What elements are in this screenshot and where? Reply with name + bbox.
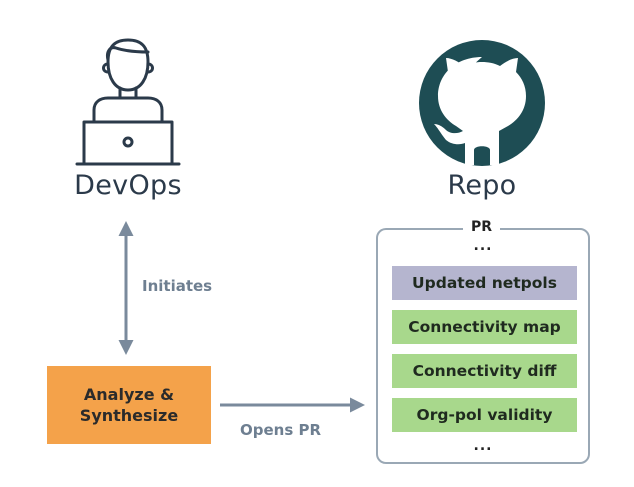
process-line-1: Analyze & xyxy=(83,385,175,404)
pr-item-updated-netpols: Updated netpols xyxy=(392,266,577,300)
analyze-synthesize-box: Analyze & Synthesize xyxy=(47,366,211,444)
pr-ellipsis-top: ... xyxy=(473,238,493,254)
initiates-label: Initiates xyxy=(142,277,213,295)
process-line-2: Synthesize xyxy=(79,406,179,425)
pr-item-connectivity-diff: Connectivity diff xyxy=(392,354,577,388)
pr-title: PR xyxy=(463,219,501,235)
pr-item-connectivity-map: Connectivity map xyxy=(392,310,577,344)
repo-label: Repo xyxy=(447,170,517,201)
opens-pr-label: Opens PR xyxy=(240,421,322,439)
pr-container: PR ... Updated netpols Connectivity map … xyxy=(376,219,590,464)
pr-item-org-pol-validity: Org-pol validity xyxy=(392,398,577,432)
pr-ellipsis-bottom: ... xyxy=(473,438,493,454)
devops-label: DevOps xyxy=(74,170,182,201)
